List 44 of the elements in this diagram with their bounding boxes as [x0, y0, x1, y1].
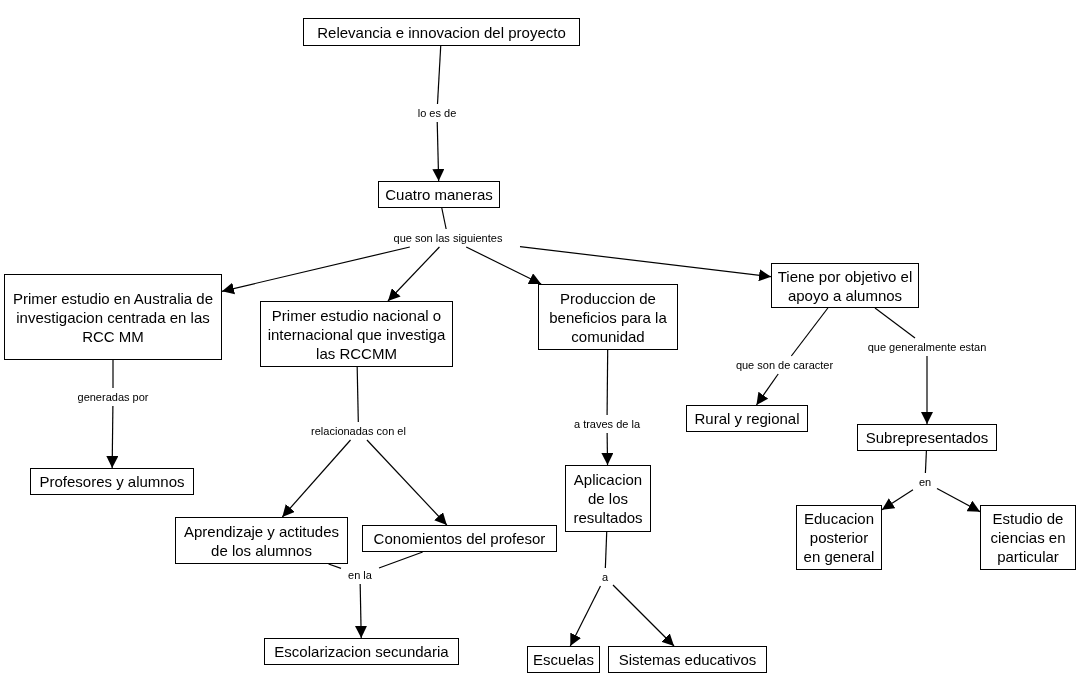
arrow	[465, 246, 542, 285]
concept-box: Escuelas	[527, 646, 600, 673]
connector-line	[606, 349, 609, 416]
arrow	[569, 585, 602, 647]
connector-line	[874, 307, 916, 339]
concept-box: Aprendizaje y actitudes de los alumnos	[175, 517, 348, 564]
arrow	[387, 246, 441, 302]
arrow	[519, 246, 772, 282]
concept-box: Sistemas educativos	[608, 646, 767, 673]
arrow	[355, 583, 367, 639]
arrow	[612, 584, 675, 647]
concept-box: Subrepresentados	[857, 424, 997, 451]
concept-box: Profesores y alumnos	[30, 468, 194, 495]
connector-line	[328, 563, 342, 569]
arrow	[881, 489, 914, 511]
concept-box: Tiene por objetivo el apoyo a alumnos	[771, 263, 919, 308]
connector-line	[441, 207, 447, 230]
concept-box: Primer estudio nacional o internacional que investiga las RCCMM	[260, 301, 453, 367]
arrow	[755, 373, 779, 406]
concept-box: Rural y regional	[686, 405, 808, 432]
arrow	[921, 355, 933, 425]
arrow	[106, 405, 119, 469]
arrow	[221, 246, 411, 295]
arrow	[601, 432, 614, 466]
connector-line	[604, 531, 608, 569]
concept-box: Aplicacion de los resultados	[565, 465, 651, 532]
arrow	[366, 439, 448, 526]
concept-box: Educacion posterior en general	[796, 505, 882, 570]
concept-box: Primer estudio en Australia de investigacion centrada en las RCC MM	[4, 274, 222, 360]
arrow	[281, 439, 352, 518]
connector-line	[436, 45, 442, 105]
connector-line	[112, 359, 114, 389]
connector-line	[378, 551, 424, 569]
concept-box: Relevancia e innovacion del proyecto	[303, 18, 580, 46]
connector-line	[790, 307, 829, 357]
concept-box: Conomientos del profesor	[362, 525, 557, 552]
arrow	[432, 121, 445, 182]
arrow	[936, 487, 981, 513]
concept-box: Escolarizacion secundaria	[264, 638, 459, 665]
connector-line	[924, 450, 927, 474]
concept-box: Cuatro maneras	[378, 181, 500, 208]
concept-box: Produccion de beneficios para la comunidad	[538, 284, 678, 350]
concept-box: Estudio de ciencias en particular	[980, 505, 1076, 570]
connector-line	[356, 366, 359, 423]
